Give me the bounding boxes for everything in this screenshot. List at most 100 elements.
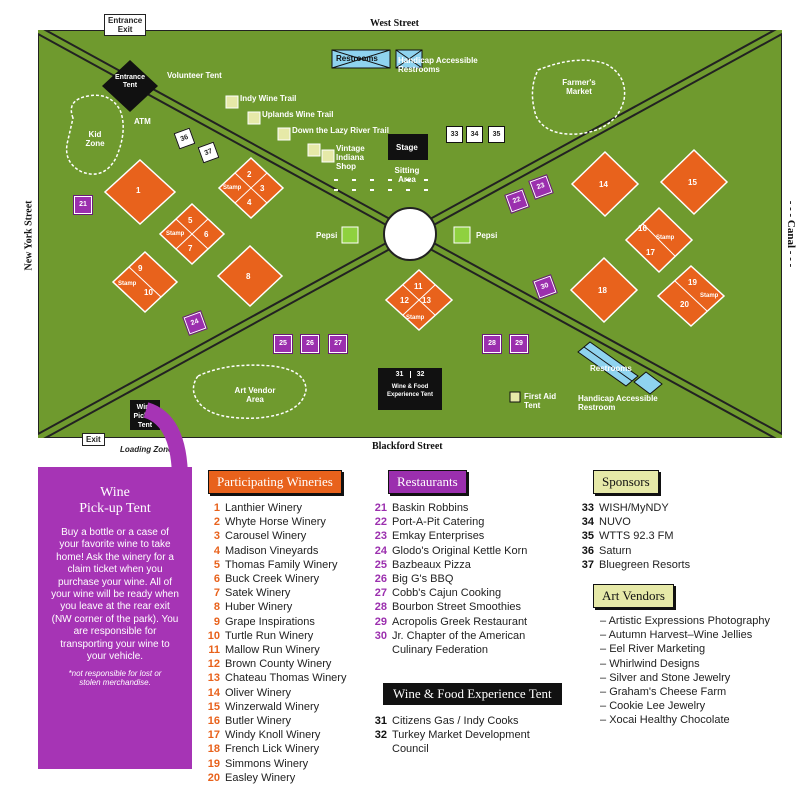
pepsi-left-label: Pepsi	[316, 231, 338, 240]
vintage-shop-label: Vintage Indiana Shop	[336, 144, 365, 171]
list-item: 29 Acropolis Greek Restaurant	[369, 615, 527, 629]
pepsi-right-label: Pepsi	[476, 231, 498, 240]
art-vendor-item: – Autumn Harvest–Wine Jellies	[600, 628, 770, 642]
art-vendors-list: – Artistic Expressions Photography– Autu…	[600, 614, 770, 728]
farmers-market-outline	[531, 59, 626, 135]
list-item-name: Citizens Gas / Indy Cooks	[392, 715, 519, 727]
handicap-restroom-south-label: Handicap Accessible Restroom	[578, 394, 658, 412]
list-item-number: 12	[207, 658, 220, 671]
farmers-market-label: Farmer's Market	[562, 78, 596, 96]
atm-label: ATM	[134, 117, 151, 126]
list-item-name: Brown County Winery	[225, 658, 332, 671]
list-item-number: 35	[581, 530, 594, 543]
list-item-number: 31	[374, 715, 387, 727]
list-item: 31 Citizens Gas / Indy Cooks	[369, 714, 530, 728]
winery-label-5: 5	[188, 216, 193, 225]
list-item-number: 22	[374, 516, 387, 529]
list-item-number: 13	[207, 672, 220, 685]
list-item-name: Chateau Thomas Winery	[225, 672, 347, 685]
tent-8	[216, 244, 284, 308]
art-vendor-item: – Whirlwind Designs	[600, 657, 770, 671]
pepsi-right-shape	[453, 226, 471, 244]
list-item-number: 29	[374, 615, 387, 628]
list-item: 13 Chateau Thomas Winery	[202, 671, 347, 685]
winery-label-18: 18	[598, 286, 607, 295]
wine-pickup-panel: Wine Pick-up Tent Buy a bottle or a case…	[38, 467, 192, 769]
art-vendor-name: Eel River Marketing	[609, 643, 706, 656]
trail-lazy-river-marker	[277, 127, 291, 141]
stage-label: Stage	[396, 143, 418, 152]
list-item-number: 14	[207, 686, 220, 699]
winery-label-1: 1	[136, 186, 141, 195]
restrooms-south-label: Restrooms	[590, 364, 632, 373]
winery-label-9: 9	[138, 264, 143, 273]
list-item-name: Windy Knoll Winery	[225, 729, 321, 742]
bullet-dash: –	[600, 657, 610, 670]
winery-label-19: 19	[688, 278, 697, 287]
list-item-name: Port-A-Pit Catering	[392, 516, 485, 529]
list-item-name: Butler Winery	[225, 715, 292, 728]
list-item-name: WTTS 92.3 FM	[599, 530, 674, 543]
list-item: 27 Cobb's Cajun Cooking	[369, 586, 527, 600]
restaurant-marker-28: 28	[482, 334, 502, 354]
list-item-name: Jr. Chapter of the American	[392, 629, 526, 642]
restaurant-marker-21: 21	[73, 195, 93, 215]
restaurant-marker-25: 25	[273, 334, 293, 354]
bullet-dash: –	[600, 671, 610, 684]
restaurants-heading: Restaurants	[388, 470, 467, 494]
vintage-shop-marker	[307, 143, 321, 157]
art-vendors-heading: Art Vendors	[593, 584, 674, 608]
list-item-number: 7	[213, 587, 220, 600]
exit-sign: Exit	[82, 433, 105, 446]
vintage-shop-marker-2	[321, 149, 335, 163]
list-item-name: Cobb's Cajun Cooking	[392, 587, 502, 600]
list-item-number: 24	[374, 544, 387, 557]
list-item-number: 27	[374, 587, 387, 600]
art-vendor-label: Art Vendor Area	[234, 386, 276, 404]
restaurant-marker-26: 26	[300, 334, 320, 354]
list-item-name: Mallow Run Winery	[225, 644, 320, 657]
tent-32-label: 32	[416, 371, 425, 378]
winery-label-15: 15	[688, 178, 697, 187]
list-item-name: Oliver Winery	[225, 686, 292, 699]
stamp-label: Stamp	[166, 231, 185, 237]
stamp-label: Stamp	[223, 185, 242, 191]
list-item-number: 10	[207, 629, 220, 642]
street-south-label: Blackford Street	[372, 441, 443, 452]
art-vendor-name: Autumn Harvest–Wine Jellies	[608, 629, 753, 642]
list-item-number: 21	[374, 502, 387, 514]
list-item-number: 4	[213, 544, 220, 557]
art-vendor-item: – Silver and Stone Jewelry	[600, 671, 770, 685]
list-item-number: 30	[374, 629, 387, 642]
list-item-name: Turtle Run Winery	[225, 629, 314, 642]
art-vendor-item: – Cookie Lee Jewelry	[600, 699, 770, 713]
trail-lazy-river-label: Down the Lazy River Trail	[292, 126, 389, 135]
art-vendor-item: – Graham's Cheese Farm	[600, 685, 770, 699]
list-item-name: Simmons Winery	[225, 757, 309, 770]
tent-31-label: 31	[390, 371, 411, 378]
list-item-name: Saturn	[599, 544, 632, 557]
list-item-name: Bourbon Street Smoothies	[392, 601, 522, 614]
list-item-number: 5	[213, 558, 220, 571]
list-item-number: 36	[581, 544, 594, 557]
list-item-name: Acropolis Greek Restaurant	[392, 615, 528, 628]
list-item-number: 2	[213, 516, 220, 529]
handicap-restroom-south-shape	[633, 371, 663, 395]
